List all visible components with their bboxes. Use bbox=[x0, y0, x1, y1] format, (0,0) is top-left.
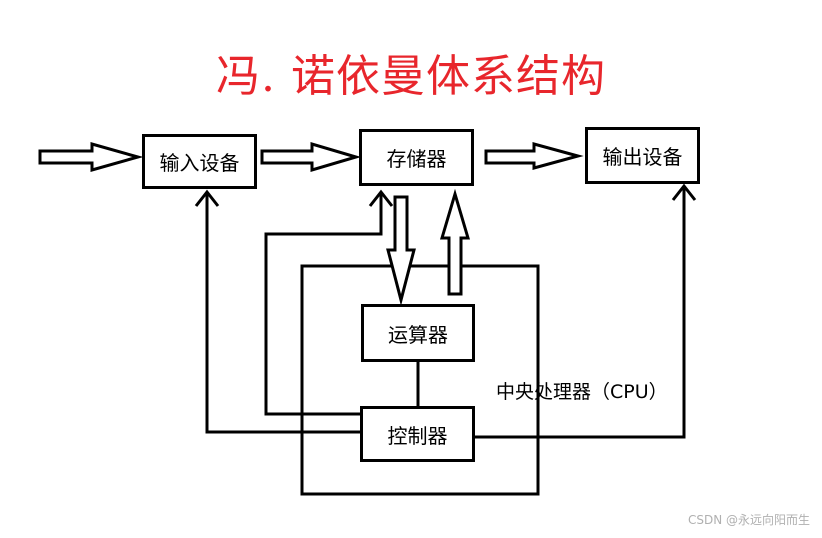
output-device-label: 输出设备 bbox=[602, 145, 683, 169]
arrow-alu-to-storage bbox=[439, 188, 471, 296]
arrow-entry-to-input bbox=[38, 142, 144, 172]
storage-label: 存储器 bbox=[386, 147, 447, 171]
storage-box: 存储器 bbox=[359, 129, 474, 186]
arrowhead-output bbox=[671, 183, 697, 201]
output-device-box: 输出设备 bbox=[585, 127, 700, 184]
input-device-label: 输入设备 bbox=[159, 151, 240, 175]
page-title: 冯. 诺依曼体系结构 bbox=[216, 51, 606, 102]
arrow-storage-to-alu bbox=[386, 195, 416, 306]
cpu-label: 中央处理器（CPU） bbox=[496, 381, 668, 403]
arrowhead-input bbox=[194, 189, 220, 207]
cpu-frame bbox=[300, 264, 540, 496]
line-control-to-output bbox=[475, 186, 686, 439]
control-unit-label: 控制器 bbox=[387, 423, 448, 448]
arrow-storage-to-output bbox=[484, 142, 584, 170]
alu-box: 运算器 bbox=[361, 304, 475, 362]
control-unit-box: 控制器 bbox=[360, 406, 475, 462]
line-control-to-storage bbox=[264, 192, 383, 416]
line-control-to-input bbox=[205, 192, 360, 434]
arrowhead-storage bbox=[368, 189, 394, 207]
arrow-input-to-storage bbox=[260, 141, 362, 173]
watermark: CSDN @永远向阳而生 bbox=[687, 513, 810, 527]
input-device-box: 输入设备 bbox=[142, 134, 257, 189]
alu-label: 运算器 bbox=[388, 322, 448, 347]
